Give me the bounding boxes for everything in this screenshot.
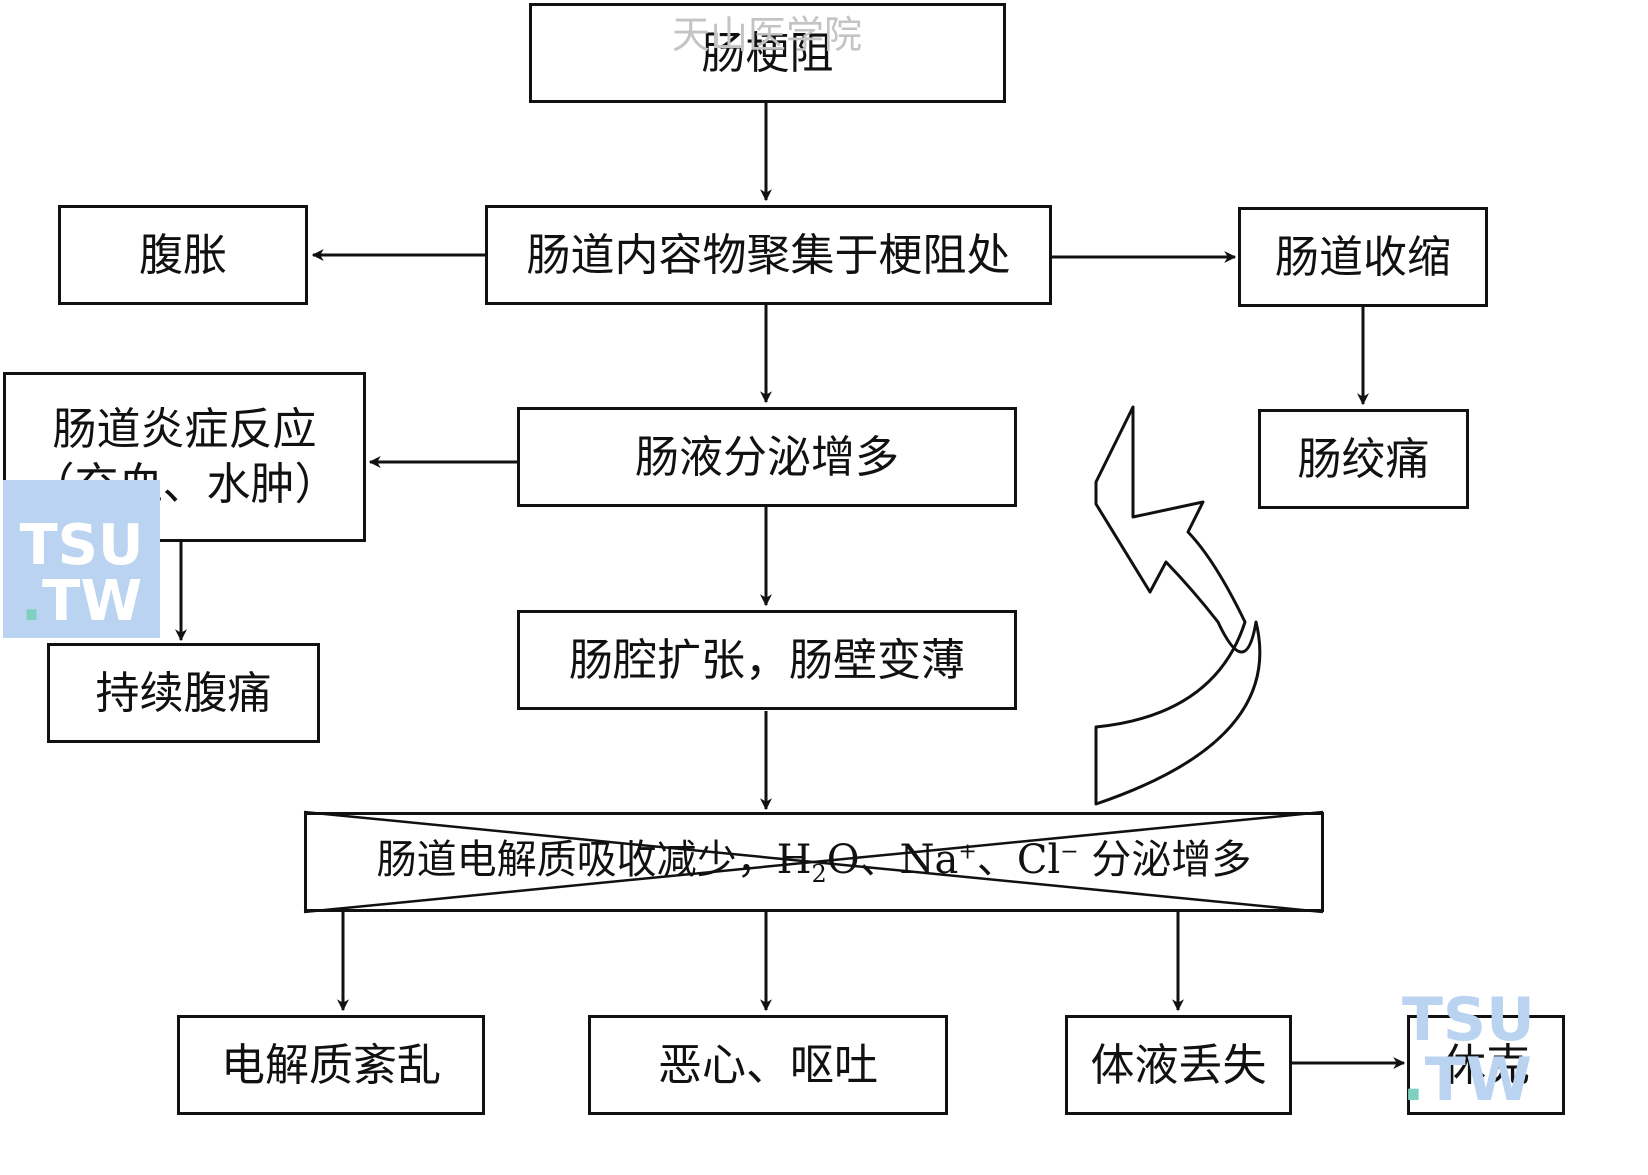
node-colic: 肠绞痛 <box>1258 409 1469 509</box>
absorption-h: H <box>776 837 812 883</box>
cross-line-b <box>303 810 1324 914</box>
node-secretion-label: 肠液分泌增多 <box>635 431 899 483</box>
watermark-badge-line1: TSU <box>19 513 144 578</box>
node-electrolyte-disorder: 电解质紊乱 <box>177 1015 485 1115</box>
node-inflammation-line1: 肠道炎症反应 <box>52 404 317 455</box>
absorption-minus: − <box>1060 839 1079 865</box>
node-contraction-label: 肠道收缩 <box>1275 231 1451 283</box>
node-persistent-pain-label: 持续腹痛 <box>95 667 272 719</box>
absorption-suffix: 分泌增多 <box>1078 837 1252 883</box>
node-dilation: 肠腔扩张，肠壁变薄 <box>517 610 1017 710</box>
watermark-glyph-line2: .TW <box>1402 1050 1535 1110</box>
node-electrolyte-disorder-label: 电解质紊乱 <box>221 1039 441 1091</box>
watermark-glyph-line1: TSU <box>1402 985 1535 1055</box>
node-accumulation-label: 肠道内容物聚集于梗阻处 <box>526 229 1011 281</box>
node-secretion: 肠液分泌增多 <box>517 407 1017 507</box>
watermark-badge-dot: . <box>20 569 43 634</box>
node-obstruction: 肠梗阻 <box>529 3 1006 103</box>
node-persistent-pain: 持续腹痛 <box>47 643 320 743</box>
node-fluid-loss-label: 体液丢失 <box>1090 1039 1267 1091</box>
absorption-prefix: 肠道电解质吸收减少， <box>376 837 777 883</box>
node-nausea: 恶心、呕吐 <box>588 1015 948 1115</box>
absorption-o-na: O、Na <box>826 837 959 883</box>
node-absorption: 肠道电解质吸收减少，H2O、Na+、Cl− 分泌增多 <box>304 812 1324 912</box>
node-obstruction-label: 肠梗阻 <box>701 27 834 79</box>
absorption-sub2: 2 <box>811 860 827 888</box>
node-distension-label: 腹胀 <box>139 229 227 281</box>
feedback-loop-arrow <box>1094 405 1262 806</box>
node-shock-label: 休克 <box>1442 1039 1530 1091</box>
node-fluid-loss: 体液丢失 <box>1065 1015 1292 1115</box>
watermark-glyph-dot: . <box>1402 1045 1425 1115</box>
flowchart-canvas: 肠梗阻 肠道内容物聚集于梗阻处 腹胀 肠道收缩 肠绞痛 肠液分泌增多 肠道炎症反… <box>3 3 1565 1115</box>
node-shock: 休克 <box>1407 1015 1565 1115</box>
node-distension: 腹胀 <box>58 205 308 305</box>
node-contraction: 肠道收缩 <box>1238 207 1488 307</box>
node-dilation-label: 肠腔扩张，肠壁变薄 <box>569 634 965 686</box>
watermark-glyph-right: TSU .TW <box>1402 990 1535 1110</box>
watermark-badge-tw: TW <box>42 569 143 634</box>
absorption-cl: 、Cl <box>976 837 1061 883</box>
connector-layer <box>175 103 1406 1069</box>
node-colic-label: 肠绞痛 <box>1297 433 1430 485</box>
node-absorption-label: 肠道电解质吸收减少，H2O、Na+、Cl− 分泌增多 <box>377 835 1252 889</box>
node-accumulation: 肠道内容物聚集于梗阻处 <box>485 205 1052 305</box>
absorption-plus: + <box>958 839 977 865</box>
node-nausea-label: 恶心、呕吐 <box>658 1039 878 1091</box>
watermark-glyph-tw: TW <box>1424 1045 1532 1115</box>
watermark-badge-left: TSU .TW <box>3 480 160 638</box>
watermark-text: 天山医学院 <box>672 13 863 57</box>
watermark-badge-line2: .TW <box>3 574 160 630</box>
